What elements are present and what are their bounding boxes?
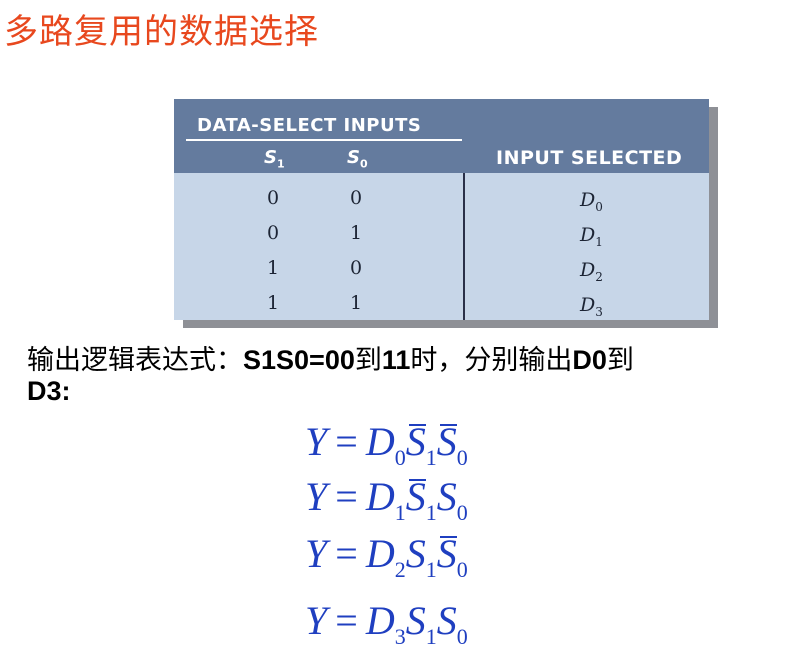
equation-3: Y=D2S1S0 — [305, 531, 468, 582]
page-title: 多路复用的数据选择 — [4, 12, 319, 52]
cell-s0: 1 — [350, 222, 363, 244]
column-header-s1: S1 — [264, 147, 285, 171]
cell-input-selected: D2 — [580, 259, 603, 284]
cell-s1: 0 — [267, 187, 280, 209]
group-underline — [186, 139, 462, 141]
cell-input-selected: D0 — [580, 189, 603, 214]
cell-input-selected: D1 — [580, 224, 603, 249]
equation-1: Y=D0S1S0 — [305, 419, 468, 470]
cell-s0: 0 — [350, 187, 363, 209]
column-divider — [463, 173, 465, 320]
cell-s0: 0 — [350, 257, 363, 279]
equation-4: Y=D3S1S0 — [305, 598, 468, 649]
cell-s1: 1 — [267, 292, 280, 314]
equation-2: Y=D1S1S0 — [305, 474, 468, 525]
cell-s1: 0 — [267, 222, 280, 244]
cell-input-selected: D3 — [580, 294, 603, 319]
cell-s0: 1 — [350, 292, 363, 314]
column-header-input-selected: INPUT SELECTED — [496, 147, 683, 169]
cell-s1: 1 — [267, 257, 280, 279]
truth-table: DATA-SELECT INPUTS S1 S0 INPUT SELECTED … — [174, 99, 709, 320]
column-header-s0: S0 — [347, 147, 368, 171]
group-header: DATA-SELECT INPUTS — [197, 115, 422, 136]
table-header: DATA-SELECT INPUTS S1 S0 INPUT SELECTED — [174, 99, 709, 173]
